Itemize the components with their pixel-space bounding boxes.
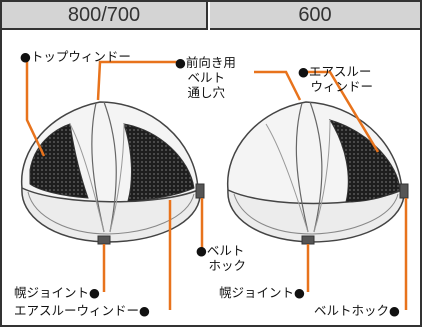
hood-left-belt-hook — [195, 183, 205, 199]
leader-top-window — [25, 57, 46, 157]
leader-belt-hole-left — [96, 60, 180, 101]
hood-left-mesh-left — [29, 123, 89, 199]
label-hood-joint-right: 幌ジョイント● — [219, 285, 305, 300]
hood-left-joint — [97, 235, 111, 245]
hood-left-mesh-right — [123, 123, 195, 202]
leader-air-window-right — [304, 70, 380, 153]
label-belt-hook-right: ベルトホック● — [314, 303, 400, 318]
hood-right — [227, 101, 409, 245]
leader-lines — [25, 57, 408, 310]
label-air-window-left: エアスルーウィンドー● — [14, 303, 150, 318]
header-model-600: 600 — [210, 2, 420, 30]
label-air-window-right: ●エアスルー ウィンドー — [298, 64, 374, 94]
hood-right-joint — [301, 235, 315, 245]
label-top-window: ●トップウィンドー — [20, 49, 131, 64]
header-model-800-700: 800/700 — [2, 2, 208, 30]
label-hood-joint-left: 幌ジョイント● — [14, 285, 100, 300]
label-belt-hook-left: ●ベルト ホック — [196, 243, 247, 273]
label-front-belt-hole: ●前向き用 ベルト 通し穴 — [175, 55, 236, 100]
leader-belt-hole-right — [254, 70, 302, 101]
hood-left — [20, 101, 205, 245]
hood-right-belt-hook — [399, 183, 409, 199]
